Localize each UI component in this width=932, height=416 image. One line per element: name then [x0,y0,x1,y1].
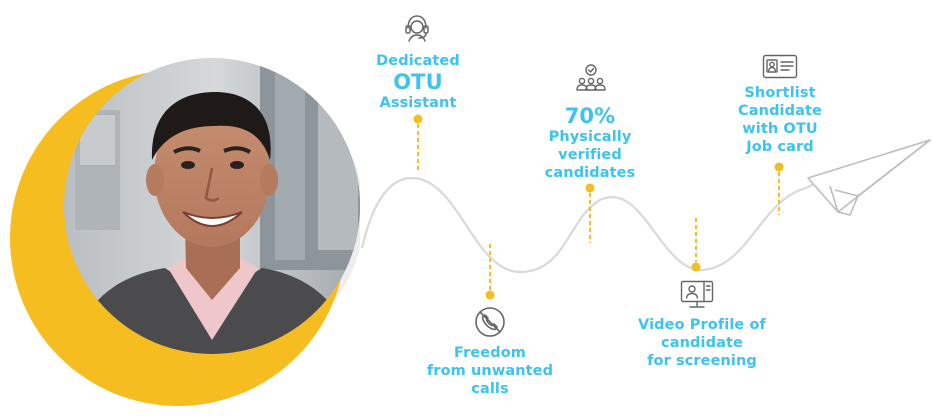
feature-verified: 70% Physically verified candidates [520,104,660,182]
feature-jobcard: Shortlist Candidate with OTU Job card [715,84,845,156]
video-profile-icon [680,280,714,308]
feature-assistant-line-1: Dedicated [376,53,460,69]
feature-nocalls: Freedom from unwanted calls [410,344,570,398]
feature-assistant-line-2: Assistant [379,95,457,111]
feature-nocalls-line-3: calls [471,381,509,397]
feature-nocalls-line-1: Freedom [454,345,526,361]
portrait-area [0,0,360,416]
portrait-illustration [10,58,360,406]
dot-video [691,262,701,272]
feature-video-line-1: Video Profile of [638,317,766,333]
feature-nocalls-line-2: from unwanted [426,363,554,379]
feature-verified-line-3: candidates [544,165,636,181]
dot-verified [585,183,595,193]
dot-nocalls [485,290,495,300]
feature-video-line-2: candidate [661,335,743,351]
paper-plane-icon [807,139,931,216]
dot-jobcard [774,162,784,172]
headset-icon [405,15,429,42]
feature-assistant-emphasis: OTU [393,70,443,94]
feature-assistant: Dedicated OTU Assistant [355,52,481,112]
no-calls-icon [475,307,505,337]
dot-assistant [413,114,423,124]
verified-group-icon [576,64,606,91]
feature-verified-line-1: Physically [548,129,632,145]
feature-verified-emphasis: 70% [564,104,616,128]
feature-jobcard-line-1: Shortlist [744,85,816,101]
feature-verified-line-2: verified [558,147,622,163]
feature-jobcard-line-2: Candidate [738,103,822,119]
feature-jobcard-line-4: Job card [746,139,814,155]
feature-jobcard-line-3: with OTU [742,121,818,137]
wavy-line [360,169,836,274]
id-card-icon [762,54,798,79]
feature-video: Video Profile of candidate for screening [622,316,782,370]
feature-video-line-3: for screening [647,353,757,369]
